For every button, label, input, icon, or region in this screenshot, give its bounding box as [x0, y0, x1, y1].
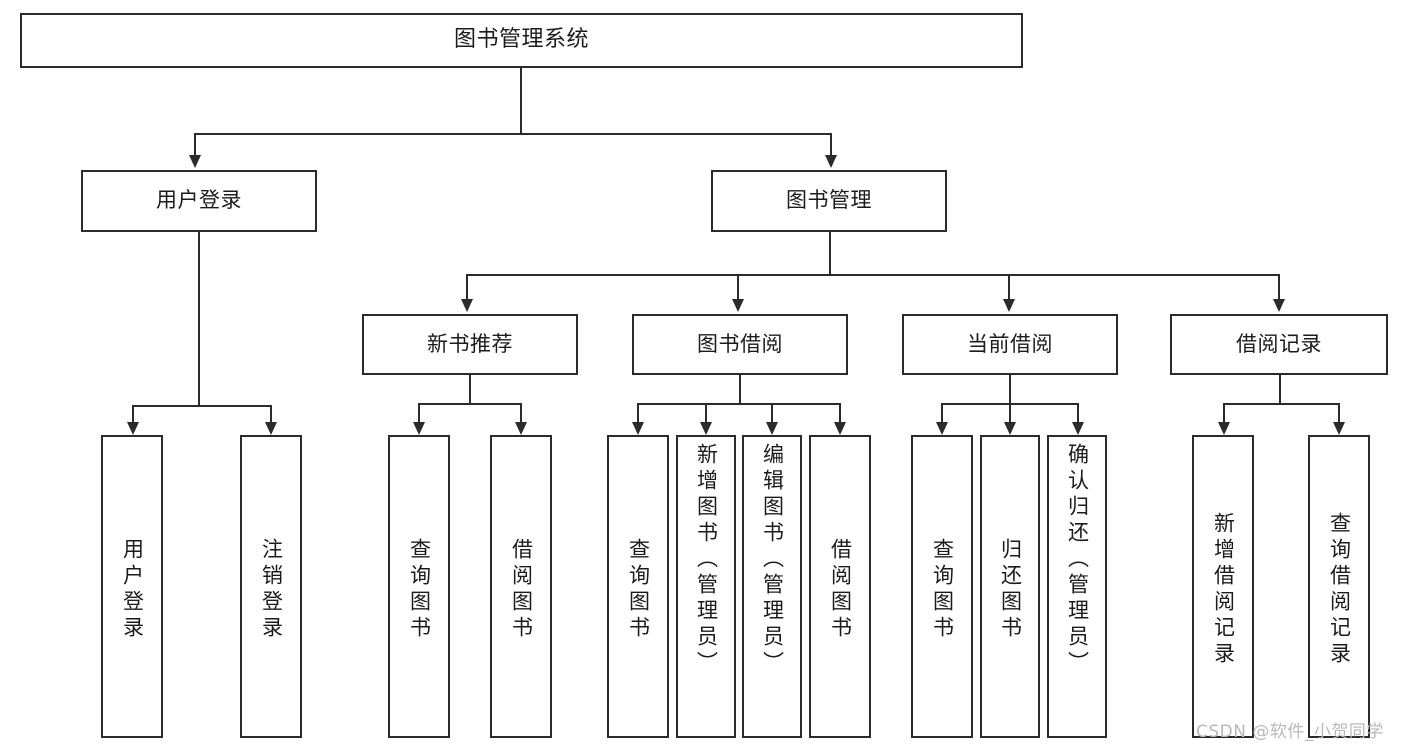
- leaf-borrow-book-recommend[interactable]: 借阅图书: [490, 435, 552, 738]
- leaf-query-book-current[interactable]: 查询图书: [911, 435, 973, 738]
- node-label: 查询图书: [626, 537, 651, 642]
- connector-bookmanage-drop-3: [1008, 274, 1010, 299]
- arrow-to-book-borrow: [732, 299, 744, 312]
- node-label: 当前借阅: [967, 331, 1053, 356]
- arrow-to-borrow-record: [1273, 299, 1285, 312]
- node-label: 新增图书（管理员）: [694, 443, 719, 677]
- connector-currentborrow-stem: [1009, 375, 1011, 403]
- node-label: 新增借阅记录: [1211, 511, 1236, 668]
- arrow-to-leaf-logout: [265, 422, 277, 435]
- connector-userlogin-drop-2: [270, 405, 272, 422]
- arrow-to-new-book-recommend: [461, 299, 473, 312]
- arrow-to-leaf-query-record: [1333, 422, 1345, 435]
- connector-bookmanage-drop-4: [1278, 274, 1280, 299]
- node-label: 查询图书: [930, 537, 955, 642]
- connector-currentborrow-drop-2: [1009, 403, 1011, 422]
- connector-root-drop-right: [830, 133, 832, 155]
- node-label: 编辑图书（管理员）: [760, 443, 785, 677]
- connector-bookborrow-drop-3: [771, 403, 773, 422]
- connector-recommend-bus: [418, 403, 522, 405]
- arrow-to-leaf-edit-book: [766, 422, 778, 435]
- arrow-to-leaf-query-book-1: [413, 422, 425, 435]
- connector-bookmanage-drop-2: [737, 274, 739, 299]
- node-borrow-record[interactable]: 借阅记录: [1170, 314, 1388, 375]
- node-label: 新书推荐: [427, 331, 513, 356]
- connector-borrowrecord-stem: [1279, 375, 1281, 403]
- node-label: 查询借阅记录: [1327, 511, 1352, 668]
- connector-recommend-stem: [469, 375, 471, 403]
- connector-root-drop-left: [194, 133, 196, 155]
- arrow-to-user-login: [189, 155, 201, 168]
- leaf-add-borrow-record[interactable]: 新增借阅记录: [1192, 435, 1254, 738]
- connector-recommend-drop-2: [520, 403, 522, 422]
- arrow-to-leaf-add-book: [700, 422, 712, 435]
- connector-bookborrow-drop-1: [637, 403, 639, 422]
- node-current-borrow[interactable]: 当前借阅: [902, 314, 1118, 375]
- arrow-to-current-borrow: [1003, 299, 1015, 312]
- node-book-management[interactable]: 图书管理: [711, 170, 947, 232]
- arrow-to-leaf-query-book-3: [936, 422, 948, 435]
- leaf-query-book-recommend[interactable]: 查询图书: [388, 435, 450, 738]
- connector-bookborrow-stem: [739, 375, 741, 403]
- node-label: 注销登录: [259, 537, 284, 642]
- connector-root-bus: [194, 133, 832, 135]
- leaf-borrow-book[interactable]: 借阅图书: [809, 435, 871, 738]
- connector-recommend-drop-1: [418, 403, 420, 422]
- arrow-to-leaf-return-book: [1004, 422, 1016, 435]
- connector-userlogin-drop-1: [132, 405, 134, 422]
- connector-bookborrow-drop-2: [705, 403, 707, 422]
- leaf-query-borrow-record[interactable]: 查询借阅记录: [1308, 435, 1370, 738]
- leaf-logout-login[interactable]: 注销登录: [240, 435, 302, 738]
- node-label: 借阅图书: [828, 537, 853, 642]
- connector-userlogin-stem: [198, 232, 200, 405]
- leaf-edit-book-admin[interactable]: 编辑图书（管理员）: [742, 435, 802, 738]
- connector-userlogin-bus: [132, 405, 272, 407]
- arrow-to-leaf-query-book-2: [632, 422, 644, 435]
- node-label: 查询图书: [407, 537, 432, 642]
- node-label: 用户登录: [120, 537, 145, 642]
- node-label: 确认归还（管理员）: [1065, 443, 1090, 677]
- arrow-to-leaf-confirm-return: [1072, 422, 1084, 435]
- connector-currentborrow-drop-1: [941, 403, 943, 422]
- connector-root-stem: [520, 68, 522, 133]
- node-label: 借阅图书: [509, 537, 534, 642]
- connector-bookmanage-stem: [829, 232, 831, 274]
- connector-borrowrecord-bus: [1223, 403, 1339, 405]
- arrow-to-leaf-add-record: [1218, 422, 1230, 435]
- connector-bookborrow-drop-4: [839, 403, 841, 422]
- leaf-confirm-return-admin[interactable]: 确认归还（管理员）: [1047, 435, 1107, 738]
- node-new-book-recommend[interactable]: 新书推荐: [362, 314, 578, 375]
- connector-bookmanage-drop-1: [466, 274, 468, 299]
- node-root-book-management-system[interactable]: 图书管理系统: [20, 13, 1023, 68]
- node-label: 用户登录: [156, 188, 242, 213]
- node-label: 图书管理系统: [453, 27, 589, 53]
- node-label: 借阅记录: [1236, 331, 1322, 356]
- arrow-to-leaf-borrow-book-1: [515, 422, 527, 435]
- connector-borrowrecord-drop-1: [1223, 403, 1225, 422]
- arrow-to-leaf-user-login: [127, 422, 139, 435]
- arrow-to-book-manage: [825, 155, 837, 168]
- arrow-to-leaf-borrow-book-2: [834, 422, 846, 435]
- node-label: 图书管理: [786, 188, 872, 213]
- leaf-add-book-admin[interactable]: 新增图书（管理员）: [676, 435, 736, 738]
- connector-bookborrow-bus: [637, 403, 840, 405]
- node-user-login[interactable]: 用户登录: [81, 170, 317, 232]
- connector-borrowrecord-drop-2: [1338, 403, 1340, 422]
- connector-currentborrow-drop-3: [1077, 403, 1079, 422]
- node-label: 归还图书: [998, 537, 1023, 642]
- watermark-csdn: CSDN @软件_小贺同学: [1196, 722, 1384, 742]
- node-label: 图书借阅: [697, 331, 783, 356]
- connector-bookmanage-bus: [466, 274, 1278, 276]
- node-book-borrow[interactable]: 图书借阅: [632, 314, 848, 375]
- leaf-return-book[interactable]: 归还图书: [980, 435, 1040, 738]
- leaf-query-book-borrow[interactable]: 查询图书: [607, 435, 669, 738]
- leaf-user-login[interactable]: 用户登录: [101, 435, 163, 738]
